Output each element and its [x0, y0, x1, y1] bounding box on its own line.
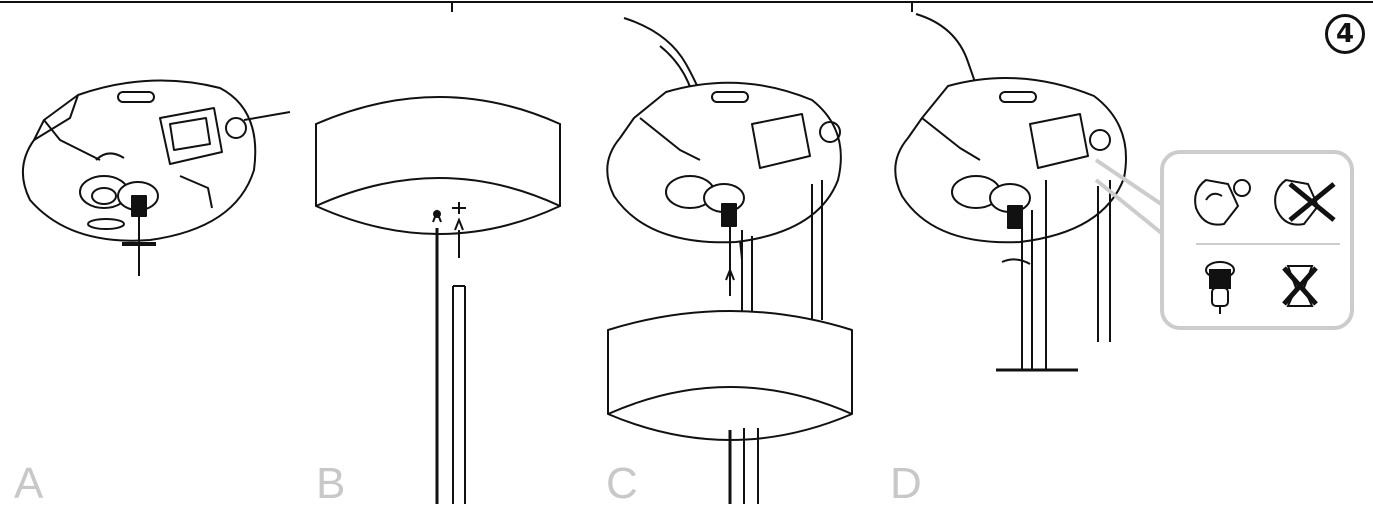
- panel-label-d: D: [890, 459, 922, 508]
- connector-cross-icon: [1282, 265, 1318, 307]
- top-border: [0, 1, 1373, 12]
- clip-cross-icon: [1274, 178, 1336, 226]
- panel-d-assembly: [894, 13, 1127, 372]
- panel-label-c: C: [606, 459, 638, 508]
- step-number-badge: 4: [1325, 14, 1365, 54]
- panel-c-assembly: [606, 17, 853, 504]
- callout-connector: [1094, 158, 1172, 242]
- panel-a-mounting-plate: [21, 79, 291, 276]
- connector-ok-icon: [1205, 261, 1235, 314]
- callout-box: [1160, 150, 1354, 330]
- panel-label-a: A: [14, 459, 44, 508]
- panel-label-b: B: [316, 459, 346, 508]
- panel-b-canopy: [315, 96, 561, 504]
- clip-ok-icon: [1194, 178, 1251, 226]
